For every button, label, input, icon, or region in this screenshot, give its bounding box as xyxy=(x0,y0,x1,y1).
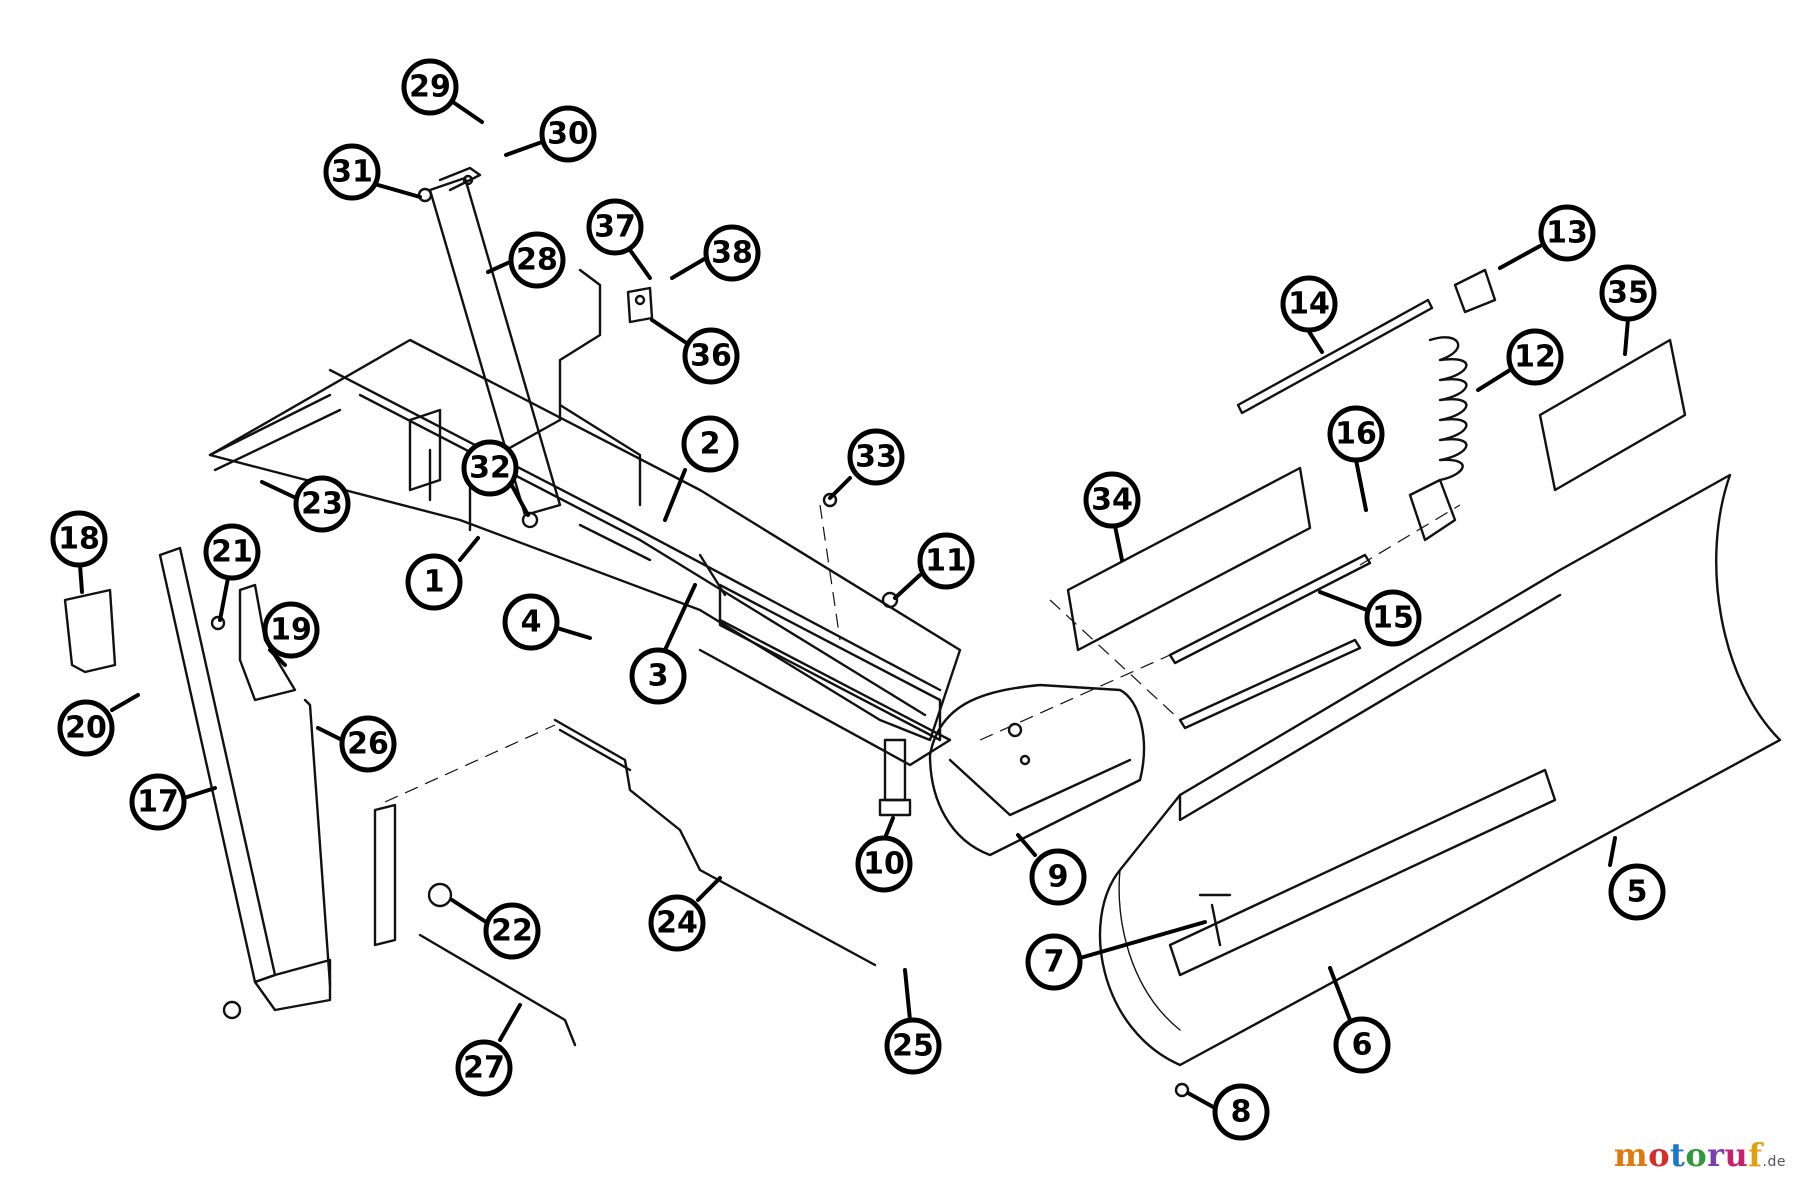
callout-33: 33 xyxy=(828,428,905,500)
callout-label: 6 xyxy=(1352,1028,1373,1063)
callout-12: 12 xyxy=(1476,328,1564,392)
handle-grip-18-drawing xyxy=(63,588,117,674)
callout-label: 4 xyxy=(521,605,542,640)
watermark-brand: motoruf xyxy=(1613,1136,1763,1174)
callout-label: 20 xyxy=(65,711,107,746)
mounting-bracket-drawing xyxy=(626,286,654,324)
blade-drawing xyxy=(1098,473,1782,1067)
callout-29: 29 xyxy=(401,58,484,124)
watermark-logo: motoruf.de xyxy=(1614,1136,1786,1174)
callout-label: 38 xyxy=(711,236,753,271)
callout-28: 28 xyxy=(486,231,566,289)
bracket-19-drawing xyxy=(238,583,297,702)
callout-label: 34 xyxy=(1091,483,1133,518)
callout-18: 18 xyxy=(50,510,108,594)
callout-label: 33 xyxy=(855,440,897,475)
callout-15: 15 xyxy=(1318,589,1422,647)
rod-15-drawing xyxy=(1168,553,1372,730)
callout-label: 15 xyxy=(1372,601,1414,636)
rod-27-drawing xyxy=(418,933,577,1047)
callout-label: 21 xyxy=(211,535,253,570)
callout-label: 9 xyxy=(1048,860,1069,895)
callout-10: 10 xyxy=(855,816,913,893)
callout-label: 30 xyxy=(547,117,589,152)
rod-26-drawing xyxy=(303,698,332,987)
callout-36: 36 xyxy=(650,318,740,385)
callout-label: 24 xyxy=(656,906,698,941)
callout-label: 32 xyxy=(469,451,511,486)
callout-label: 27 xyxy=(463,1051,505,1086)
callout-19: 19 xyxy=(262,601,320,667)
callout-37: 37 xyxy=(586,198,652,280)
callout-label: 17 xyxy=(137,785,179,820)
callout-label: 2 xyxy=(700,427,721,462)
callout-label: 1 xyxy=(424,565,445,600)
callout-label: 23 xyxy=(301,487,343,522)
watermark-domain: .de xyxy=(1762,1154,1786,1170)
callout-20: 20 xyxy=(57,693,140,757)
callout-label: 29 xyxy=(409,70,451,105)
callout-label: 18 xyxy=(58,522,100,557)
callout-7: 7 xyxy=(1025,920,1207,991)
callout-label: 37 xyxy=(594,210,636,245)
callout-4: 4 xyxy=(502,593,592,651)
callout-label: 22 xyxy=(491,914,533,949)
pivot-plate-drawing xyxy=(928,683,1146,857)
callout-13: 13 xyxy=(1498,204,1596,270)
callout-38: 38 xyxy=(670,224,761,282)
callout-30: 30 xyxy=(504,105,597,163)
rod-14-drawing xyxy=(1236,298,1434,415)
hardware xyxy=(210,187,1232,1098)
callout-1: 1 xyxy=(405,536,480,611)
callout-3: 3 xyxy=(629,583,697,705)
callout-label: 7 xyxy=(1044,945,1065,980)
callout-32: 32 xyxy=(461,439,530,517)
callout-16: 16 xyxy=(1327,405,1385,512)
plate-22-drawing xyxy=(373,803,453,947)
callout-35: 35 xyxy=(1599,264,1657,356)
callout-label: 36 xyxy=(690,339,732,374)
callout-label: 12 xyxy=(1514,340,1556,375)
callout-label: 26 xyxy=(347,727,389,762)
callout-22: 22 xyxy=(450,898,541,960)
bolt-10-drawing xyxy=(878,738,912,817)
callout-label: 14 xyxy=(1288,287,1330,322)
spring-12-drawing xyxy=(1408,268,1497,542)
callout-label: 31 xyxy=(331,155,373,190)
callout-34: 34 xyxy=(1083,471,1141,562)
callout-25: 25 xyxy=(884,968,942,1075)
callout-14: 14 xyxy=(1280,275,1338,354)
callout-label: 35 xyxy=(1607,276,1649,311)
callout-label: 13 xyxy=(1546,216,1588,251)
callout-17: 17 xyxy=(129,773,217,831)
decal-35-drawing xyxy=(1538,338,1687,492)
callout-label: 8 xyxy=(1231,1095,1252,1130)
callout-label: 5 xyxy=(1627,875,1648,910)
callout-label: 10 xyxy=(863,847,905,882)
callout-9: 9 xyxy=(1016,833,1087,906)
lift-lever-drawing xyxy=(428,166,562,517)
callout-5: 5 xyxy=(1608,836,1666,921)
callout-31: 31 xyxy=(323,143,422,201)
callout-21: 21 xyxy=(203,523,261,622)
callout-11: 11 xyxy=(893,532,975,600)
callout-26: 26 xyxy=(316,715,397,773)
callout-label: 19 xyxy=(270,613,312,648)
callout-label: 28 xyxy=(516,243,558,278)
callout-8: 8 xyxy=(1186,1083,1270,1141)
callout-label: 3 xyxy=(648,659,669,694)
callout-2: 2 xyxy=(663,415,739,522)
link-rod-24-drawing xyxy=(553,718,877,967)
callout-6: 6 xyxy=(1328,966,1391,1074)
callout-27: 27 xyxy=(455,1003,522,1097)
alignment-lines xyxy=(384,504,1461,803)
callout-label: 16 xyxy=(1335,417,1377,452)
callout-label: 25 xyxy=(892,1029,934,1064)
callout-label: 11 xyxy=(925,544,967,579)
callout-23: 23 xyxy=(260,475,351,533)
callout-24: 24 xyxy=(648,876,722,952)
decal-34-drawing xyxy=(1066,466,1312,652)
